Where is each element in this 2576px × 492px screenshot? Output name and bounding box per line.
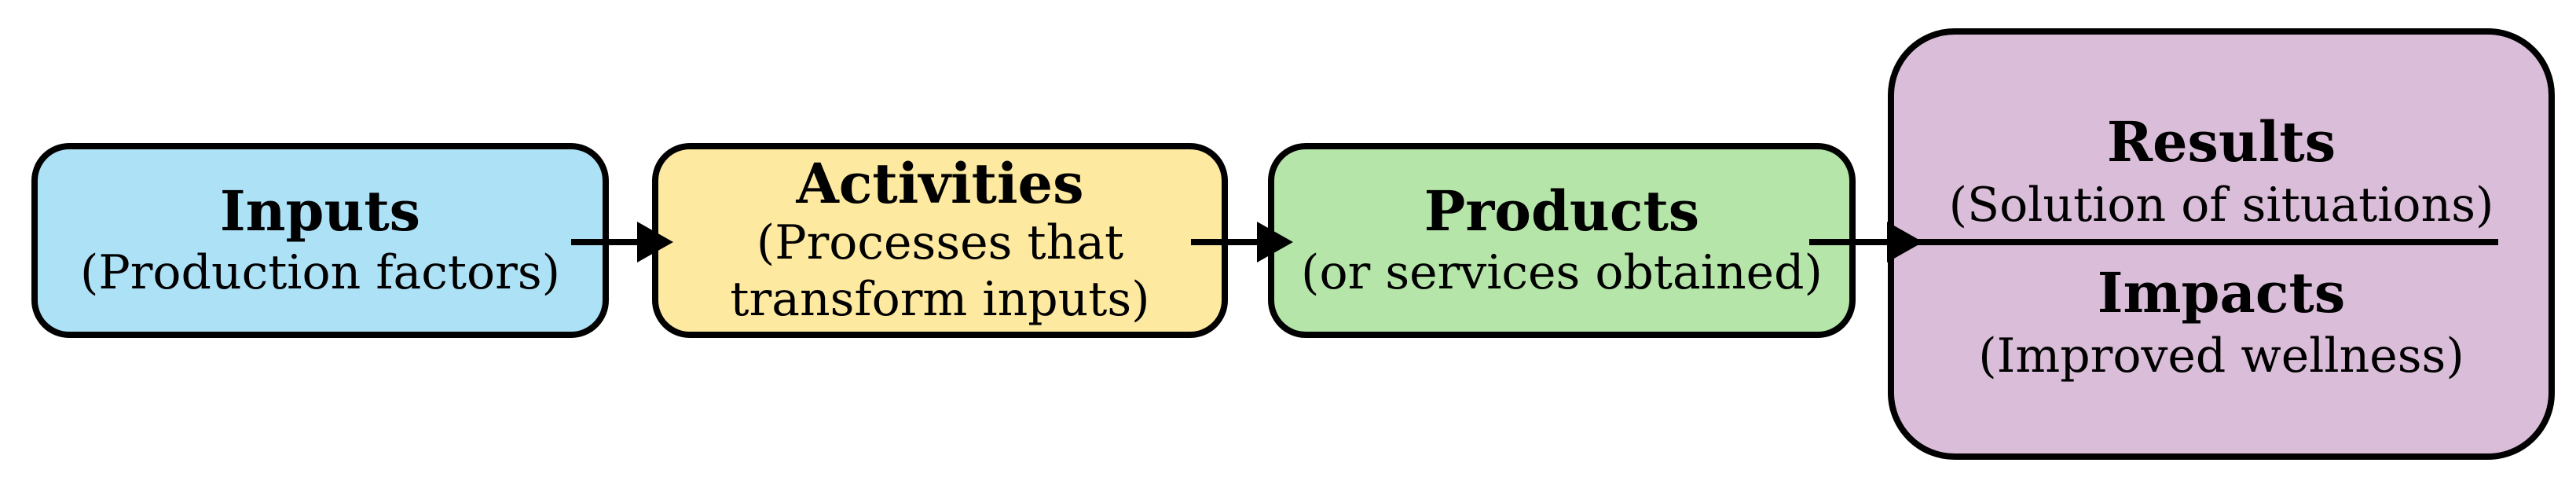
products-box-title: Products (1424, 178, 1700, 244)
inputs-box-subtitle: (Production factors) (79, 245, 561, 300)
arrow-shaft (571, 239, 650, 245)
activities-box: Activities (Processes that transform inp… (652, 143, 1228, 338)
activities-box-title: Activities (796, 151, 1084, 216)
results-section-title: Results (2106, 109, 2336, 174)
results-impacts-divider-line (1917, 239, 2498, 245)
flow-arrow-activities-to-products (1191, 222, 1293, 263)
arrow-shaft (1809, 239, 1900, 245)
inputs-box-title: Inputs (219, 178, 421, 244)
arrow-shaft (1191, 239, 1270, 245)
impacts-section-title: Impacts (2097, 260, 2346, 325)
results-section-subtitle: (Solution of situations) (1948, 178, 2494, 233)
flow-arrow-products-to-results (1809, 222, 1923, 263)
impacts-section-subtitle: (Improved wellness) (1978, 329, 2464, 384)
arrow-head (637, 222, 673, 263)
inputs-box: Inputs (Production factors) (31, 143, 609, 338)
products-box-subtitle: (or services obtained) (1301, 245, 1823, 300)
activities-box-subtitle: (Processes that transform inputs) (730, 215, 1150, 327)
arrow-head (1257, 222, 1293, 263)
flow-arrow-inputs-to-activities (571, 222, 673, 263)
products-box: Products (or services obtained) (1268, 143, 1856, 338)
